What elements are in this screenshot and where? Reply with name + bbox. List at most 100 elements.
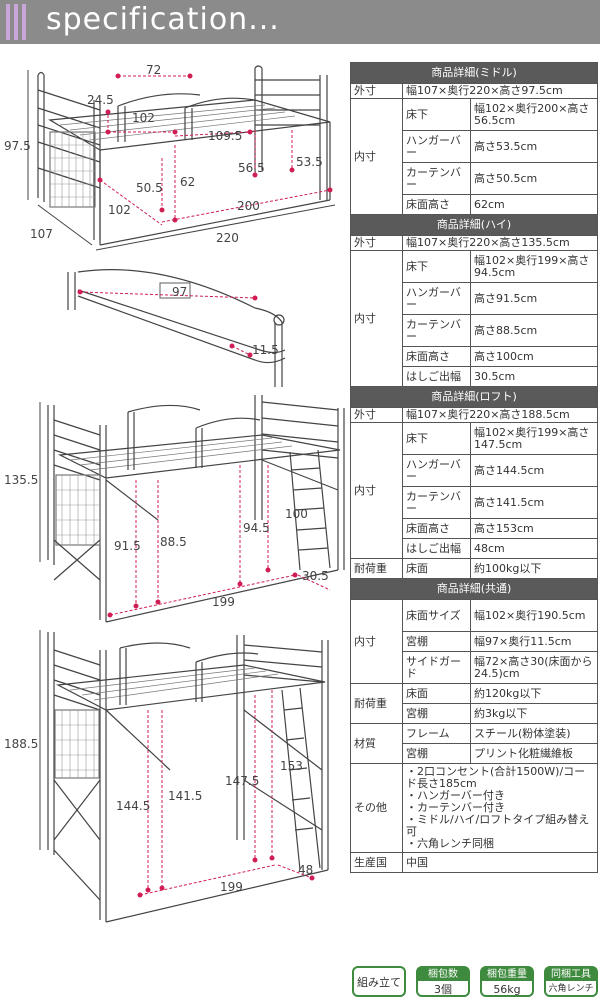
dim-label: 94.5 <box>243 521 270 535</box>
row-value: 高さ144.5cm <box>470 454 598 487</box>
package-count-badge: 梱包数 3個 <box>416 966 470 997</box>
dim-label: 30.5 <box>302 569 329 583</box>
row-label: 耐荷重 <box>350 558 403 579</box>
spec-table: 商品詳細(ミドル) 外寸 幅107×奥行220×高さ97.5cm 内寸 床下 幅… <box>350 62 598 873</box>
row-sublabel: 床下 <box>402 250 471 283</box>
badge-title: 梱包重量 <box>482 968 532 981</box>
page-title: specification... <box>46 2 280 37</box>
row-label: 外寸 <box>350 407 403 423</box>
row-value: 幅72×高さ30(床面から24.5)cm <box>470 651 598 684</box>
high-bed-labels: 135.5 91.5 88.5 94.5 100 30.5 199 <box>4 473 329 609</box>
section-header-loft: 商品詳細(ロフト) <box>350 386 598 408</box>
row-value: 幅107×奥行220×高さ97.5cm <box>402 83 598 99</box>
row-label: 生産国 <box>350 852 403 873</box>
row-value: 高さ141.5cm <box>470 486 598 519</box>
dim-label: 102 <box>108 203 131 217</box>
dim-label: 50.5 <box>136 181 163 195</box>
middle-bed-labels: 72 24.5 102 109.5 97.5 56.5 53.5 50.5 62… <box>4 63 323 245</box>
row-sublabel: 床下 <box>402 422 471 455</box>
dim-label: 24.5 <box>87 93 114 107</box>
badge-value: 六角レンチ <box>548 984 594 994</box>
dim-label: 88.5 <box>160 535 187 549</box>
row-sublabel: サイドガード <box>402 651 471 684</box>
dim-label: 48 <box>298 863 313 877</box>
badge-title: 梱包数 <box>418 968 468 981</box>
row-sublabel: はしご出幅 <box>402 538 471 559</box>
row-value: 幅107×奥行220×高さ135.5cm <box>402 235 598 251</box>
dim-label: 100 <box>285 507 308 521</box>
row-label: 材質 <box>350 723 403 764</box>
dim-label: 153 <box>280 759 303 773</box>
row-sublabel: 床面サイズ <box>402 599 471 632</box>
row-label: 内寸 <box>350 599 403 684</box>
row-value: 幅102×奥行199×高さ147.5cm <box>470 422 598 455</box>
badge-value: 組み立て <box>357 976 401 989</box>
included-tool-badge: 同梱工具 六角レンチ <box>544 966 598 997</box>
row-sublabel: 宮棚 <box>402 703 471 724</box>
row-label: その他 <box>350 763 403 853</box>
row-value: 48cm <box>470 538 598 559</box>
row-sublabel: 床面 <box>402 558 471 579</box>
header-accent-bar <box>6 4 10 40</box>
row-sublabel: フレーム <box>402 723 471 744</box>
high-bed-drawing <box>47 395 345 623</box>
note-line: ・2口コンセント(合計1500W)/コード長さ185cm <box>406 765 586 790</box>
dim-label: 200 <box>237 199 260 213</box>
row-sublabel: 宮棚 <box>402 743 471 764</box>
dim-label: 109.5 <box>208 129 242 143</box>
row-sublabel: 床面高さ <box>402 194 471 215</box>
loft-bed-labels: 188.5 144.5 141.5 147.5 153 48 199 <box>4 737 313 894</box>
section-header-middle: 商品詳細(ミドル) <box>350 62 598 84</box>
section-header-high: 商品詳細(ハイ) <box>350 214 598 236</box>
row-sublabel: ハンガーバー <box>402 282 471 315</box>
other-notes: ・2口コンセント(合計1500W)/コード長さ185cm ・ハンガーバー付き ・… <box>402 763 598 853</box>
section-header-common: 商品詳細(共通) <box>350 578 598 600</box>
row-value: 30.5cm <box>470 366 598 387</box>
dim-label: 141.5 <box>168 789 202 803</box>
row-value: 62cm <box>470 194 598 215</box>
dim-label: 199 <box>220 880 243 894</box>
row-value: 高さ50.5cm <box>470 162 598 195</box>
row-label: 内寸 <box>350 98 403 215</box>
row-value: 高さ91.5cm <box>470 282 598 315</box>
row-sublabel: ハンガーバー <box>402 454 471 487</box>
badge-value: 3個 <box>434 983 452 996</box>
row-label: 外寸 <box>350 235 403 251</box>
dim-label: 56.5 <box>238 161 265 175</box>
dim-label: 53.5 <box>296 155 323 169</box>
row-value: 幅102×奥行190.5cm <box>470 599 598 632</box>
dim-label: 220 <box>216 231 239 245</box>
badge-title: 同梱工具 <box>546 968 596 981</box>
row-sublabel: 床面高さ <box>402 346 471 367</box>
row-sublabel: はしご出幅 <box>402 366 471 387</box>
dim-label: 188.5 <box>4 737 38 751</box>
middle-bed-drawing <box>37 65 331 246</box>
dim-label: 107 <box>30 227 53 241</box>
middle-bed-dimensions <box>97 73 333 226</box>
note-line: ・ハンガーバー付き <box>406 789 505 802</box>
row-label: 内寸 <box>350 250 403 387</box>
row-sublabel: カーテンバー <box>402 314 471 347</box>
row-value: 高さ53.5cm <box>470 130 598 163</box>
dim-label: 135.5 <box>4 473 38 487</box>
row-sublabel: カーテンバー <box>402 162 471 195</box>
row-value: 高さ153cm <box>470 518 598 539</box>
dim-label: 62 <box>180 175 195 189</box>
dim-label: 11.5 <box>252 343 279 357</box>
row-value: 約120kg以下 <box>470 683 598 704</box>
row-label: 内寸 <box>350 422 403 559</box>
row-value: スチール(粉体塗装) <box>470 723 598 744</box>
row-value: 幅102×奥行199×高さ94.5cm <box>470 250 598 283</box>
dim-label: 97 <box>172 285 187 299</box>
row-value: 約3kg以下 <box>470 703 598 724</box>
dim-label: 91.5 <box>114 539 141 553</box>
row-sublabel: ハンガーバー <box>402 130 471 163</box>
dim-label: 72 <box>146 63 161 77</box>
row-sublabel: 床下 <box>402 98 471 131</box>
info-badges: 組み立て 梱包数 3個 梱包重量 56kg 同梱工具 六角レンチ <box>352 966 598 997</box>
dim-label: 144.5 <box>116 799 150 813</box>
shelf-labels: 97 11.5 <box>172 285 279 357</box>
dim-label: 199 <box>212 595 235 609</box>
page-header: specification... <box>0 0 600 44</box>
shelf-detail-drawing <box>67 269 286 387</box>
